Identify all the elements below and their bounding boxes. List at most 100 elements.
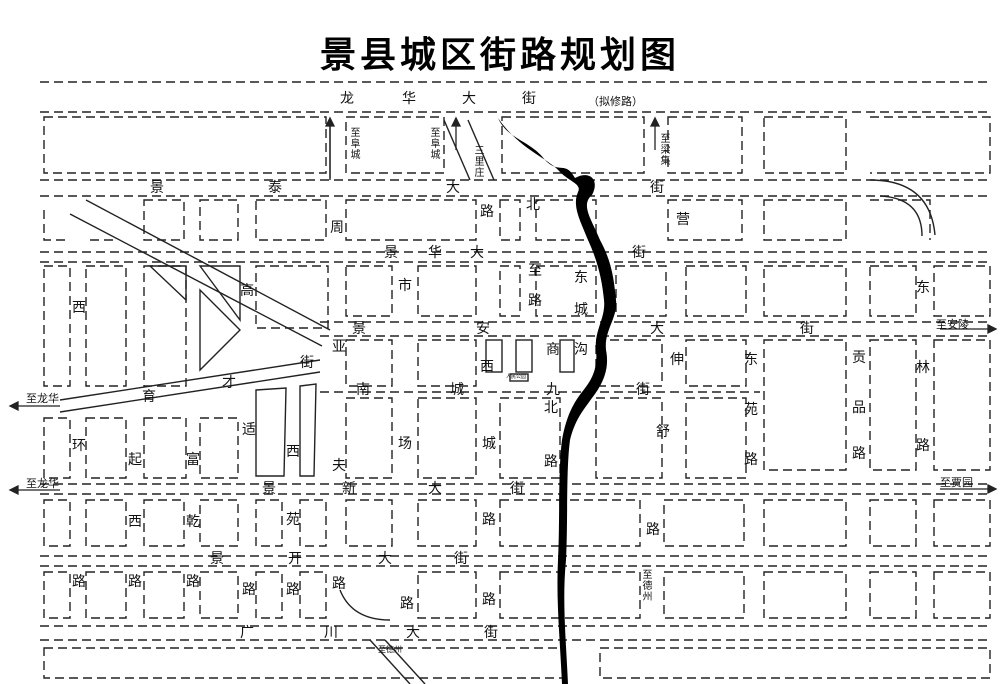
jingxin-char-1: 景 [262, 481, 276, 497]
label-jiu: 九 [546, 382, 560, 398]
label-qian: 乾 [186, 514, 200, 530]
longhua-char-4: 街 [522, 91, 536, 107]
label-xi-c: 西 [286, 444, 300, 460]
label-fu2: 夫 [332, 458, 346, 474]
jinghua-char-2: 华 [428, 245, 442, 261]
label-pin: 品 [852, 400, 866, 416]
jinghua-char-1: 景 [384, 245, 398, 261]
guangchuan-char-2: 川 [324, 625, 338, 641]
label-gao: 高 [240, 283, 254, 299]
yucai-char-1: 育 [142, 389, 156, 405]
guangchuan-char-4: 街 [484, 625, 498, 641]
nancheng-char-3: 街 [636, 382, 650, 398]
jingkai-char-1: 景 [210, 551, 224, 567]
arrows [8, 116, 998, 496]
label-shang: 商 [546, 342, 560, 358]
label-shen: 伸 [670, 352, 684, 368]
label-chang: 场 [398, 436, 412, 452]
dest-jiaji: 至贾园 [940, 476, 973, 489]
label-ya: 亚 [332, 339, 346, 355]
nancheng-char-1: 南 [356, 382, 370, 398]
map-title: 景县城区街路规划图 [319, 35, 680, 76]
jingtai-char-1: 景 [150, 180, 164, 196]
planned-roads [40, 81, 991, 679]
label-yuan2: 苑 [286, 512, 300, 528]
label-lu-i: 路 [128, 574, 142, 590]
dest-longhua-2: 至龙华 [26, 477, 59, 490]
label-cheng2: 城 [574, 302, 588, 318]
dest-longhua-1: 至龙华 [26, 392, 59, 405]
label-qi: 起 [128, 452, 142, 468]
jinghua-char-3: 大 [470, 245, 484, 261]
label-lu-h: 路 [72, 574, 86, 590]
dest-dezhou2: 至德州 [378, 645, 402, 654]
label-fu: 富 [186, 452, 200, 468]
label-xi-d: 西 [480, 359, 494, 375]
jingkai-char-4: 街 [454, 551, 468, 567]
label-dong-b: 东 [916, 280, 930, 296]
label-lu-j: 路 [186, 574, 200, 590]
label-bei: 北 [526, 197, 540, 213]
dest-fucheng: 至阜城 [350, 128, 361, 161]
longhua-char-1: 龙 [340, 91, 354, 107]
dest-fucheng2: 至阜城 [430, 128, 441, 161]
legend-park: 人民公园 [506, 374, 527, 380]
label-gong: 贡 [852, 350, 866, 366]
label-shi2: 适 [242, 422, 256, 438]
yucai-char-2: 才 [222, 375, 236, 391]
label-lu-m: 路 [332, 576, 346, 592]
dest-sanli: 三里庄 [474, 146, 485, 179]
label-jiu2: 西 [128, 514, 142, 530]
label-cheng: 城 [482, 436, 496, 452]
label-shu: 舒 [656, 424, 670, 440]
label-lu-o: 路 [482, 592, 496, 608]
longhua-note: （拟修路） [588, 95, 643, 108]
guangchuan-char-3: 大 [406, 625, 420, 641]
dest-liangji: 至梁集 [660, 134, 671, 167]
jingan-char-3: 大 [650, 321, 664, 337]
jingan-char-2: 安 [476, 321, 490, 337]
label-xi-a: 西 [72, 300, 86, 316]
jingtai-char-4: 街 [650, 180, 664, 196]
jingkai-char-2: 开 [288, 551, 302, 567]
label-dong-a: 东 [744, 352, 758, 368]
label-beilu-1: 北 [544, 400, 558, 416]
label-lu-a: 路 [480, 204, 494, 220]
label-lu-b: 路 [744, 452, 758, 468]
jingxin-char-3: 大 [428, 481, 442, 497]
label-lu-n: 路 [400, 596, 414, 612]
jingkai-char-3: 大 [378, 551, 392, 567]
jingtai-char-2: 泰 [268, 180, 282, 196]
label-yuan: 苑 [744, 402, 758, 418]
label-lu-l: 路 [286, 582, 300, 598]
label-lu-k: 路 [242, 582, 256, 598]
dest-dezhou: 至德州 [642, 570, 653, 603]
label-shi: 市 [398, 278, 412, 294]
label-lu-f: 路 [482, 512, 496, 528]
label-lin: 林 [916, 360, 930, 376]
nancheng-char-2: 城 [450, 382, 464, 398]
label-zhou: 周 [330, 220, 344, 236]
existing-roads [59, 119, 936, 684]
jingan-char-1: 景 [352, 321, 366, 337]
jinghua-char-4: 街 [632, 245, 646, 261]
label-huan: 环 [72, 438, 86, 454]
dest-anling: 至安陵 [936, 318, 969, 331]
label-lu-c: 路 [852, 446, 866, 462]
longhua-char-2: 华 [402, 91, 416, 107]
jingxin-char-4: 街 [510, 481, 524, 497]
label-lu-d: 路 [916, 438, 930, 454]
label-beilu-2: 路 [544, 454, 558, 470]
label-dong-c: 东 [574, 270, 588, 286]
label-ying: 营 [676, 212, 690, 228]
yucai-char-3: 街 [300, 355, 314, 371]
label-lu-e: 路 [528, 293, 542, 309]
label-gou: 沟 [574, 342, 588, 358]
longhua-char-3: 大 [462, 91, 476, 107]
guangchuan-char-1: 广 [240, 625, 254, 641]
jingtai-char-3: 大 [446, 180, 460, 196]
label-zhi: 至 [528, 263, 542, 279]
jingxin-char-2: 新 [342, 481, 356, 497]
label-lu-g: 路 [646, 522, 660, 538]
